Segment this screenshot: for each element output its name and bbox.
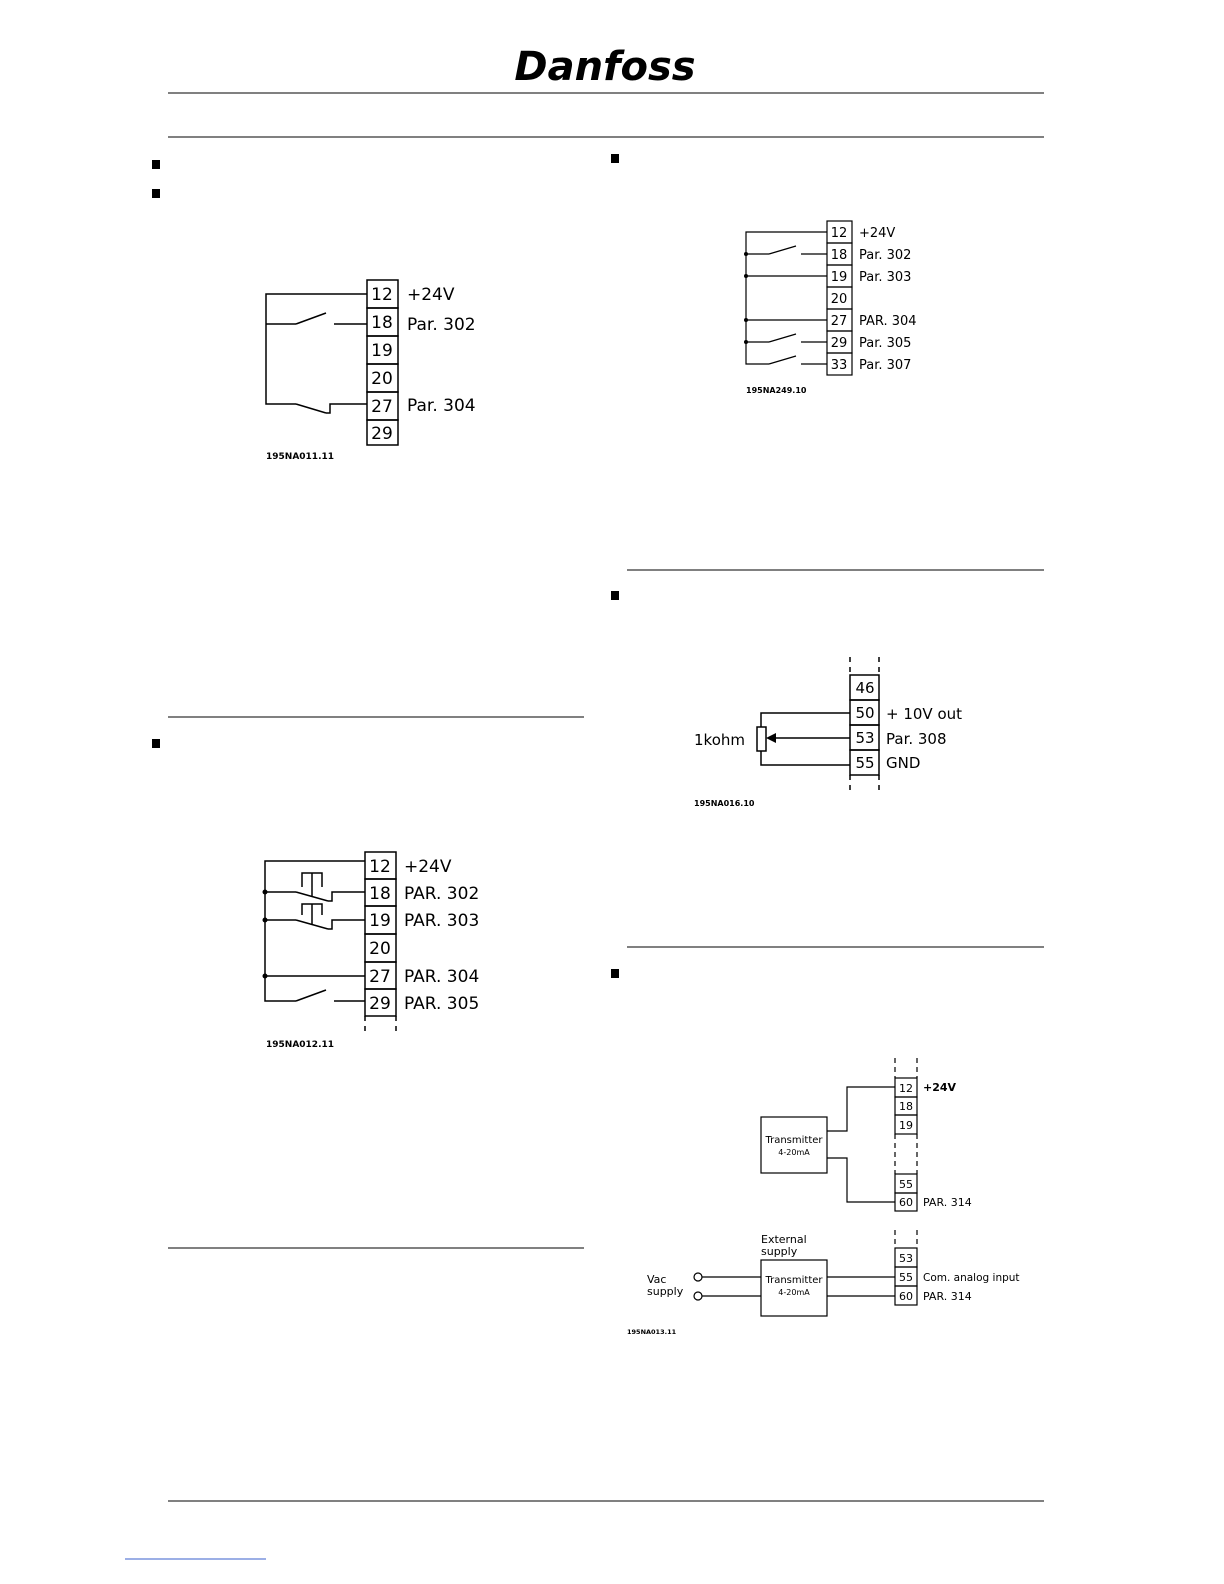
- terminal-18: 18: [369, 884, 391, 904]
- figure-code: 195NA016.10: [694, 799, 755, 808]
- bullet-square: [611, 591, 619, 600]
- terminal-19: 19: [899, 1119, 913, 1132]
- figure-code: 195NA249.10: [746, 386, 807, 395]
- terminal-27: 27: [369, 967, 391, 987]
- terminal-55: 55: [899, 1178, 913, 1191]
- terminal-29: 29: [371, 424, 393, 444]
- danfoss-logo: Danfoss: [514, 44, 695, 90]
- label-par-304: PAR. 304: [859, 314, 917, 329]
- label-par-303: Par. 303: [859, 270, 911, 285]
- wiper-arrow: [766, 733, 776, 743]
- label-1kohm: 1kohm: [694, 731, 745, 749]
- label-gnd: GND: [886, 754, 920, 772]
- terminal-18: 18: [831, 248, 848, 263]
- terminal-box: [366, 419, 399, 446]
- transmitter-range: 4-20mA: [778, 1148, 810, 1157]
- terminal-27: 27: [371, 397, 393, 417]
- terminal-20: 20: [371, 369, 393, 389]
- terminal-60: 60: [899, 1290, 913, 1303]
- transmitter-label: Transmitter: [764, 1275, 823, 1286]
- terminal-19: 19: [831, 270, 848, 285]
- label-vac: Vac: [647, 1273, 666, 1286]
- supply-terminal: [693, 1272, 703, 1282]
- terminal-19: 19: [369, 911, 391, 931]
- terminal-18: 18: [899, 1100, 913, 1113]
- transmitter-box: [760, 1116, 828, 1174]
- diagram-transmitter: [693, 1058, 918, 1317]
- label-par-304: Par. 304: [407, 396, 476, 416]
- label-par-304: PAR. 304: [404, 967, 479, 987]
- bullet-square: [152, 739, 160, 748]
- figure-code: 195NA011.11: [266, 452, 334, 462]
- diagram-start-stop: [265, 279, 399, 446]
- diagram-pulse-start: [264, 851, 397, 1034]
- wire: [326, 403, 367, 414]
- terminal-33: 33: [831, 358, 848, 373]
- terminal-18: 18: [371, 313, 393, 333]
- label-par-305: Par. 305: [859, 336, 911, 351]
- label-external: External: [761, 1233, 807, 1246]
- bullet-square: [611, 969, 619, 978]
- label-24v: +24V: [404, 857, 452, 877]
- transmitter-range: 4-20mA: [778, 1288, 810, 1297]
- transmitter-box: [760, 1259, 828, 1317]
- resistor-symbol: [756, 726, 767, 752]
- label-par-314: PAR. 314: [923, 1196, 972, 1209]
- bullet-square: [611, 154, 619, 163]
- terminal-55: 55: [855, 754, 874, 772]
- label-par-307: Par. 307: [859, 358, 911, 373]
- terminal-12: 12: [831, 226, 848, 241]
- terminal-12: 12: [369, 857, 391, 877]
- terminal-50: 50: [855, 704, 874, 722]
- terminal-29: 29: [831, 336, 848, 351]
- terminal-20: 20: [369, 939, 391, 959]
- label-par-314: PAR. 314: [923, 1290, 972, 1303]
- label-supply: supply: [761, 1245, 798, 1258]
- label-24v: +24V: [923, 1081, 957, 1094]
- label-par-302: Par. 302: [859, 248, 911, 263]
- label-com-analog-input: Com. analog input: [923, 1272, 1020, 1284]
- terminal-55: 55: [899, 1271, 913, 1284]
- label-24v: +24V: [859, 226, 895, 241]
- diagram-potentiometer: [756, 657, 880, 793]
- supply-terminal: [693, 1291, 703, 1301]
- terminal-46: 46: [855, 679, 874, 697]
- terminal-29: 29: [369, 994, 391, 1014]
- figure-code: 195NA013.11: [627, 1328, 677, 1336]
- wire: [265, 293, 367, 405]
- label-par-302: Par. 302: [407, 315, 476, 335]
- label-24v: +24V: [407, 285, 455, 305]
- terminal-27: 27: [831, 314, 848, 329]
- label-par-302: PAR. 302: [404, 884, 479, 904]
- transmitter-label: Transmitter: [764, 1135, 823, 1146]
- switch-contact: [295, 403, 327, 414]
- label-vac-supply: supply: [647, 1285, 684, 1298]
- bullet-square: [152, 189, 160, 198]
- figure-code: 195NA012.11: [266, 1040, 334, 1050]
- label-10v-out: + 10V out: [886, 705, 962, 723]
- bullet-square: [152, 160, 160, 169]
- terminal-53: 53: [899, 1252, 913, 1265]
- terminal-12: 12: [371, 285, 393, 305]
- label-par-308: Par. 308: [886, 730, 947, 748]
- switch-contact: [295, 312, 327, 325]
- label-par-305: PAR. 305: [404, 994, 479, 1014]
- diagram-digital-inputs: [745, 220, 853, 376]
- terminal-20: 20: [831, 292, 848, 307]
- terminal-53: 53: [855, 729, 874, 747]
- label-par-303: PAR. 303: [404, 911, 479, 931]
- terminal-19: 19: [371, 341, 393, 361]
- terminal-60: 60: [899, 1196, 913, 1209]
- terminal-12: 12: [899, 1082, 913, 1095]
